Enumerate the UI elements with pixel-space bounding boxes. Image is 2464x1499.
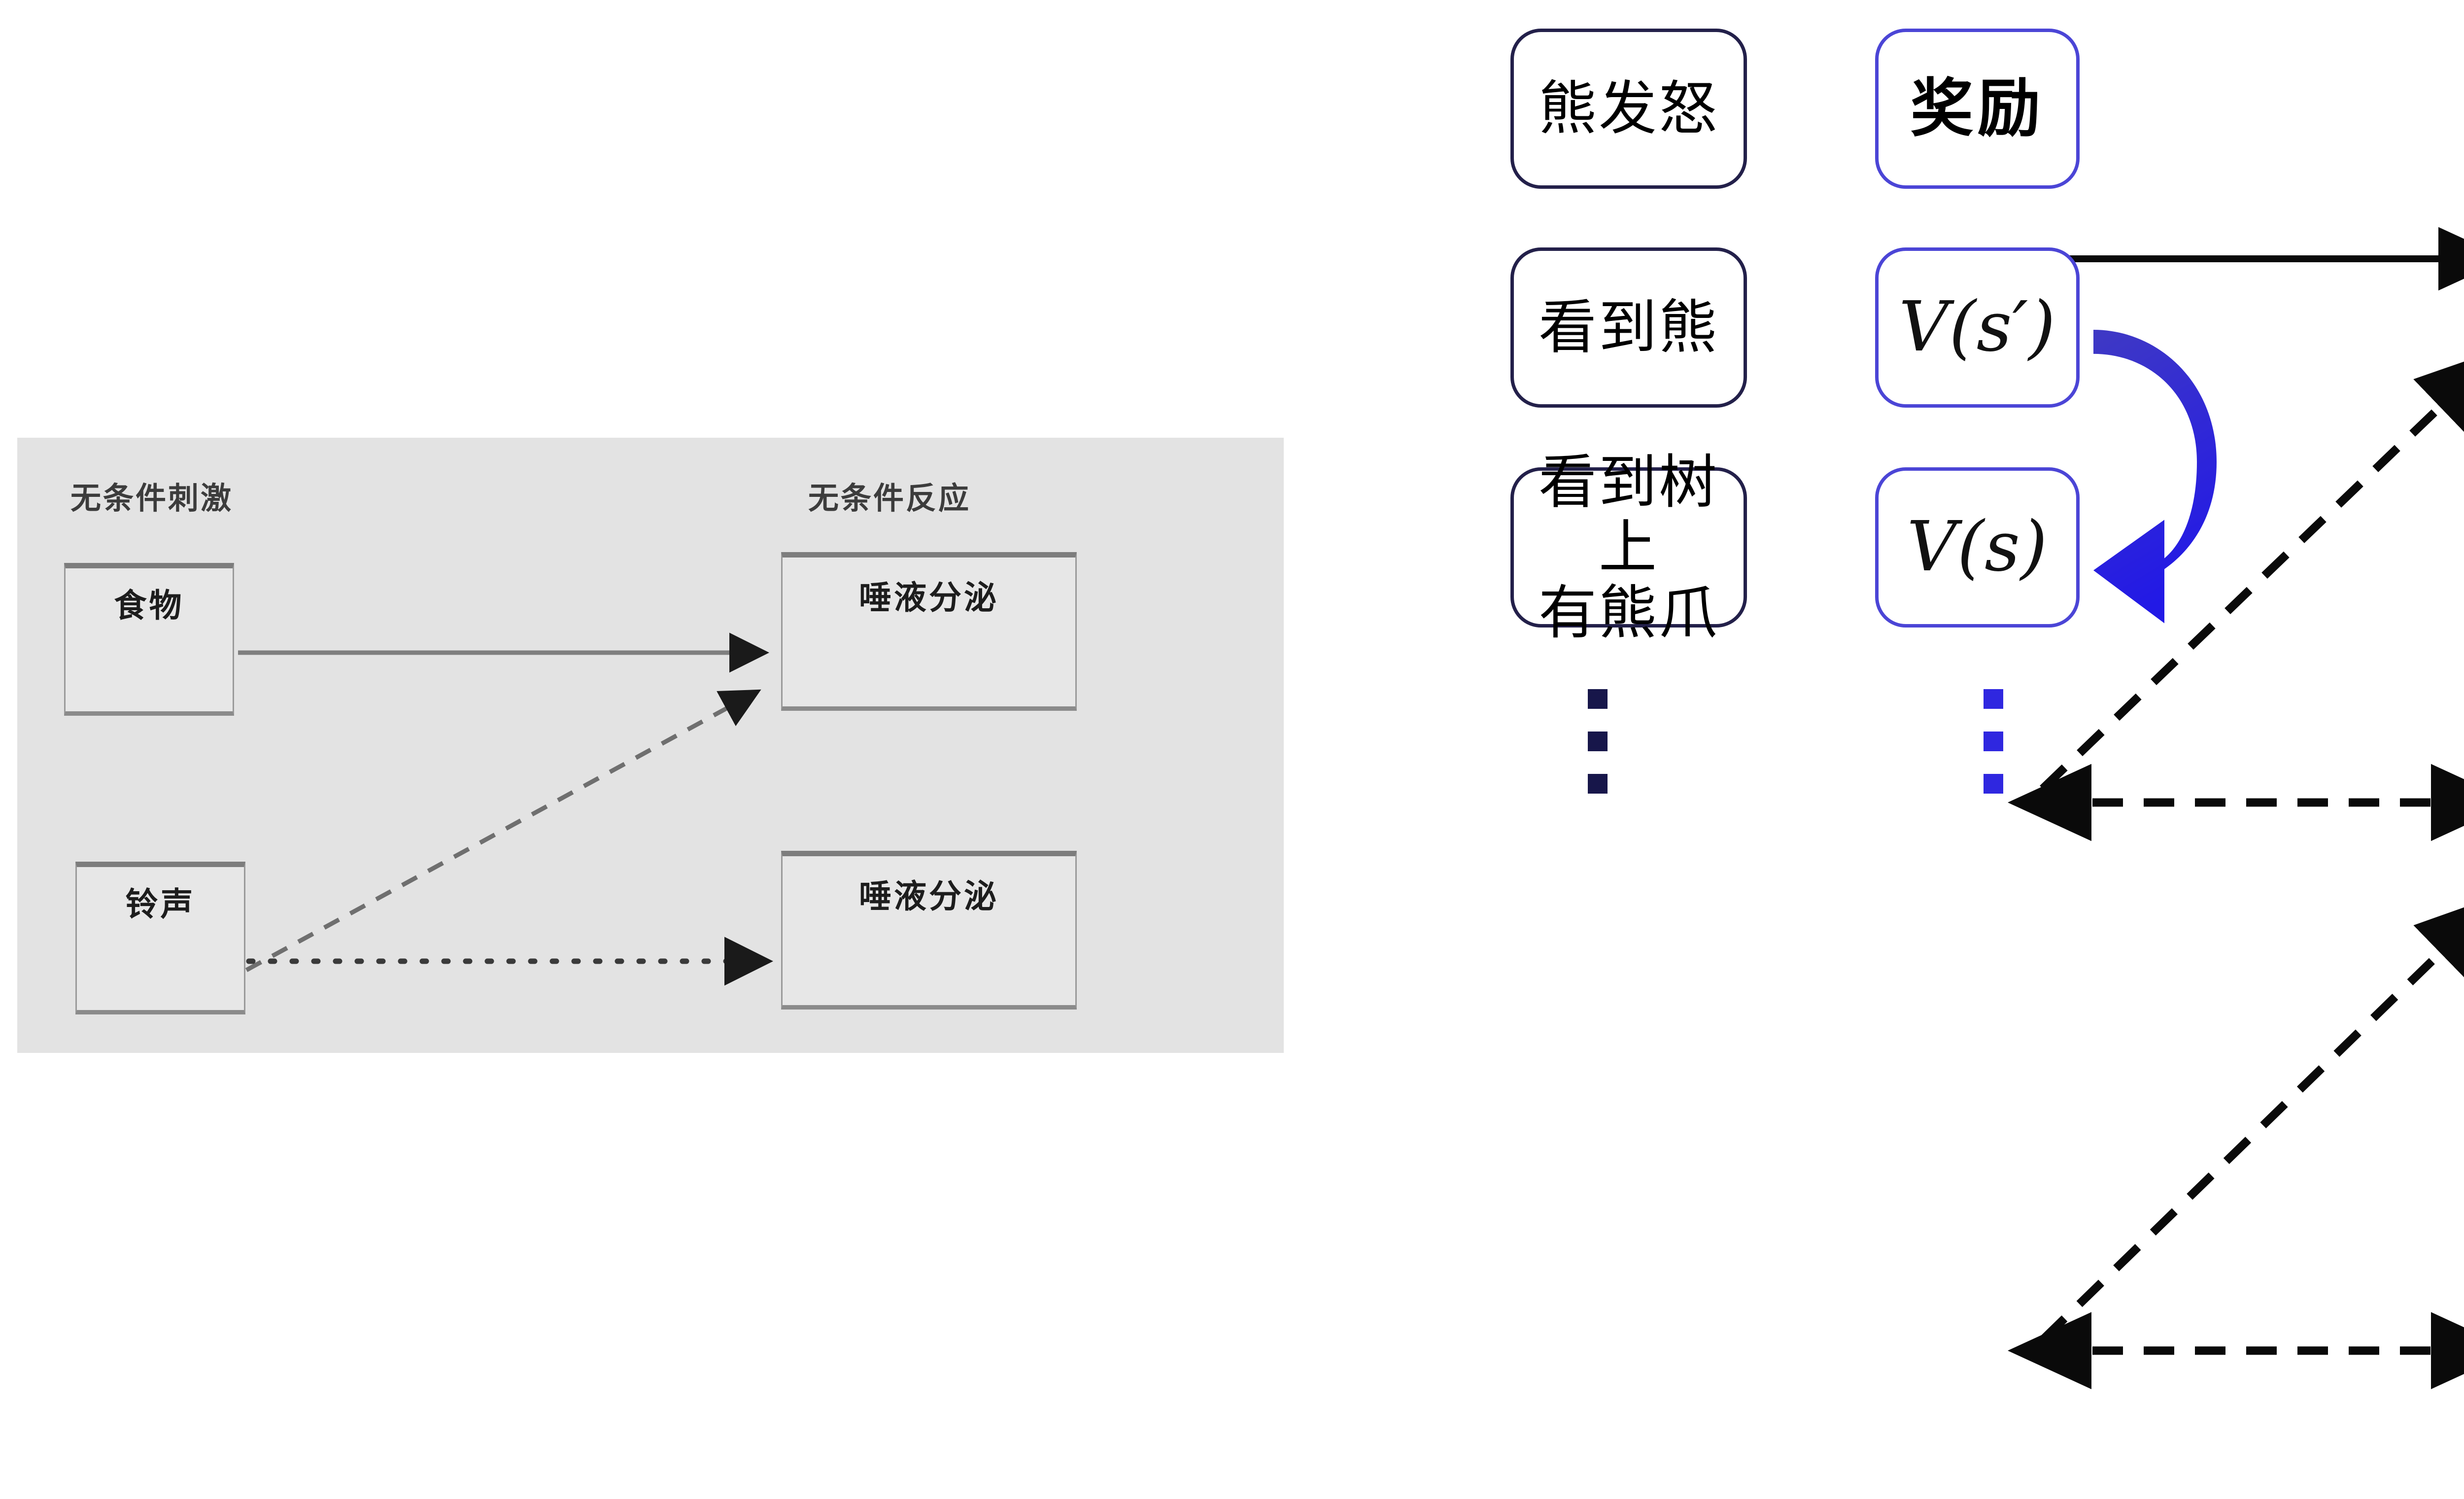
ellipsis-left-column xyxy=(1588,689,1608,794)
arrow-bell-to-salivation-top xyxy=(245,689,761,972)
cc-box-bell: 铃声 xyxy=(75,862,245,1014)
rl-box-reward[interactable]: 奖励 xyxy=(1875,29,2080,189)
rl-box-see-claw-line2: 有熊爪 xyxy=(1538,578,1719,647)
cc-box-salivation-top: 唾液分泌 xyxy=(781,552,1077,711)
rl-box-value-state[interactable]: V(s) xyxy=(1875,467,2080,627)
rl-box-see-bear-label: 看到熊 xyxy=(1538,293,1719,362)
rl-box-bear-anger[interactable]: 熊发怒 xyxy=(1510,29,1747,189)
rl-connection-arrows xyxy=(2008,227,2464,1390)
rl-box-see-claw-label: 看到树上 有熊爪 xyxy=(1514,450,1744,645)
rl-box-bear-anger-label: 熊发怒 xyxy=(1538,74,1719,143)
label-unconditioned-stimulus: 无条件刺激 xyxy=(70,480,234,516)
classical-conditioning-arrows xyxy=(238,632,773,986)
ellipsis-dot xyxy=(1984,774,2003,794)
rl-box-value-state-label: V(s) xyxy=(1907,507,2048,588)
rl-box-see-claw[interactable]: 看到树上 有熊爪 xyxy=(1510,450,1747,645)
ellipsis-dot xyxy=(1984,689,2003,709)
ellipsis-dot xyxy=(1588,774,1608,794)
ellipsis-dot xyxy=(1588,732,1608,751)
ellipsis-dot xyxy=(1984,732,2003,751)
arrow-claw-to-vsprime xyxy=(2040,894,2464,1343)
rl-box-see-bear[interactable]: 看到熊 xyxy=(1510,247,1747,408)
curved-update-arrow-icon xyxy=(2093,330,2217,624)
ellipsis-right-column xyxy=(1984,689,2003,794)
rl-value-diagram: 熊发怒 看到熊 看到树上 有熊爪 奖励 V(s′) V(s) xyxy=(1454,0,2464,1499)
cc-box-salivation-bottom: 唾液分泌 xyxy=(781,851,1077,1010)
label-unconditioned-response: 无条件反应 xyxy=(808,480,971,516)
rl-box-value-next-state-label: V(s′) xyxy=(1899,287,2056,368)
cc-box-food: 食物 xyxy=(64,563,234,716)
classical-conditioning-panel: 无条件刺激 无条件反应 条件刺激 条件反应 食物 铃声 唾液分泌 唾液分泌 xyxy=(17,438,1284,1053)
rl-box-see-claw-line1: 看到树上 xyxy=(1538,448,1719,582)
ellipsis-dot xyxy=(1588,689,1608,709)
rl-box-value-next-state[interactable]: V(s′) xyxy=(1875,247,2080,408)
rl-box-reward-label: 奖励 xyxy=(1910,71,2045,145)
